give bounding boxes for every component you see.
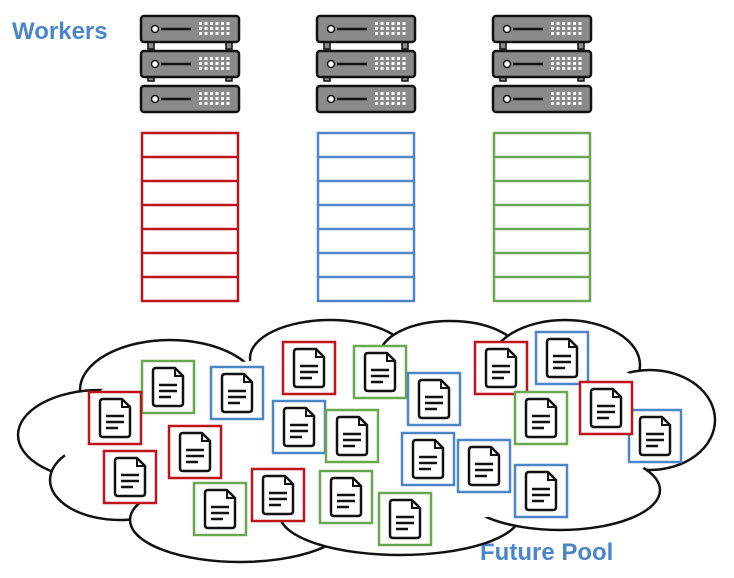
future-document	[87, 390, 143, 446]
document-icon	[335, 415, 369, 457]
future-document	[140, 359, 196, 415]
queue-outline	[316, 131, 416, 303]
document-icon	[638, 415, 672, 457]
server-rack-icon	[315, 14, 417, 114]
worker-queue	[140, 131, 240, 303]
queue-outline	[140, 131, 240, 303]
future-pool-label: Future Pool	[480, 539, 614, 566]
document-icon	[220, 372, 254, 414]
workers-label: Workers	[12, 18, 108, 45]
future-document	[102, 449, 158, 505]
document-icon	[524, 397, 558, 439]
future-document	[352, 344, 408, 400]
future-document	[324, 408, 380, 464]
future-document	[400, 431, 456, 487]
future-document	[167, 424, 223, 480]
futures-group	[87, 330, 683, 547]
future-document	[377, 491, 433, 547]
document-icon	[282, 406, 316, 448]
future-document	[281, 340, 337, 396]
workers-group	[139, 14, 593, 114]
server-rack-icon	[139, 14, 241, 114]
future-document	[406, 371, 462, 427]
worker-queue	[492, 131, 592, 303]
future-document	[456, 438, 512, 494]
document-icon	[98, 397, 132, 439]
future-document	[271, 399, 327, 455]
document-icon	[178, 431, 212, 473]
document-icon	[113, 456, 147, 498]
queue-outline	[492, 131, 592, 303]
future-document	[192, 481, 248, 537]
document-icon	[292, 347, 326, 389]
document-icon	[388, 498, 422, 540]
future-document	[209, 365, 265, 421]
document-icon	[261, 474, 295, 516]
queues-group	[140, 131, 592, 303]
document-icon	[589, 387, 623, 429]
document-icon	[151, 366, 185, 408]
future-document	[473, 340, 529, 396]
future-document	[318, 469, 374, 525]
future-document	[627, 408, 683, 464]
server-rack-icon	[491, 14, 593, 114]
future-document	[250, 467, 306, 523]
document-icon	[203, 488, 237, 530]
future-document	[513, 463, 569, 519]
document-icon	[363, 351, 397, 393]
worker-queue	[316, 131, 416, 303]
document-icon	[524, 470, 558, 512]
document-icon	[417, 378, 451, 420]
document-icon	[545, 337, 579, 379]
document-icon	[411, 438, 445, 480]
document-icon	[329, 476, 363, 518]
future-document	[513, 390, 569, 446]
future-document	[578, 380, 634, 436]
document-icon	[484, 347, 518, 389]
document-icon	[467, 445, 501, 487]
future-document	[534, 330, 590, 386]
